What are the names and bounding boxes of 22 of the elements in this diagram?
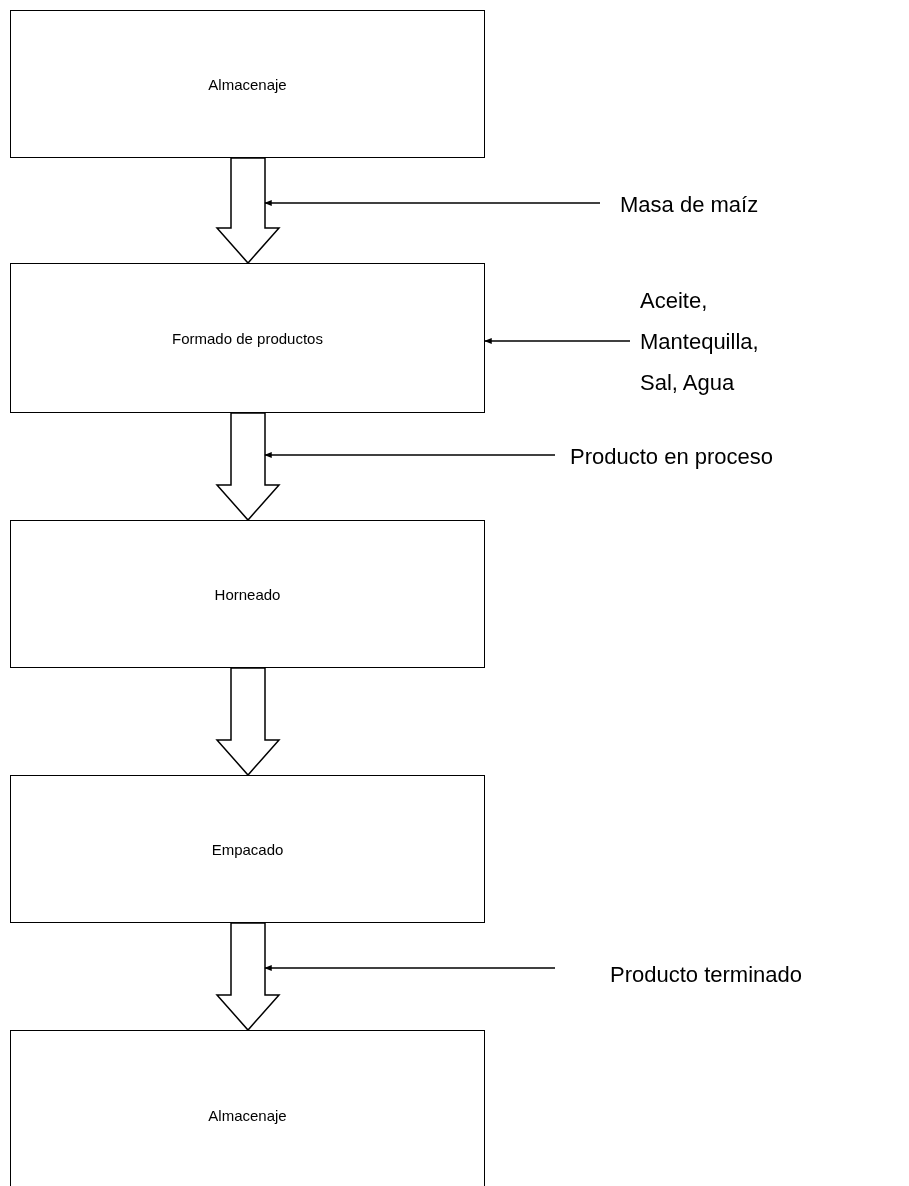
process-box xyxy=(10,10,485,158)
process-box xyxy=(10,263,485,413)
block-arrow xyxy=(215,922,281,1032)
process-box xyxy=(10,520,485,668)
process-box xyxy=(10,775,485,923)
process-label: Almacenaje xyxy=(208,1106,287,1124)
process-label: Almacenaje xyxy=(208,75,287,93)
block-arrow xyxy=(215,667,281,777)
input-label: Producto terminado xyxy=(610,955,900,995)
arrow xyxy=(264,965,556,971)
input-label: Masa de maíz xyxy=(620,185,840,225)
process-label: Horneado xyxy=(214,585,281,603)
input-label: Producto en proceso xyxy=(570,437,890,477)
block-arrow xyxy=(215,412,281,522)
arrow xyxy=(264,200,601,206)
arrow xyxy=(264,452,556,458)
process-label: Empacado xyxy=(211,840,284,858)
input-label: Aceite, Mantequilla, Sal, Agua xyxy=(640,280,780,403)
arrow xyxy=(484,338,631,344)
process-label: Formado de productos xyxy=(172,329,323,347)
process-box xyxy=(10,1030,485,1186)
block-arrow xyxy=(215,157,281,265)
